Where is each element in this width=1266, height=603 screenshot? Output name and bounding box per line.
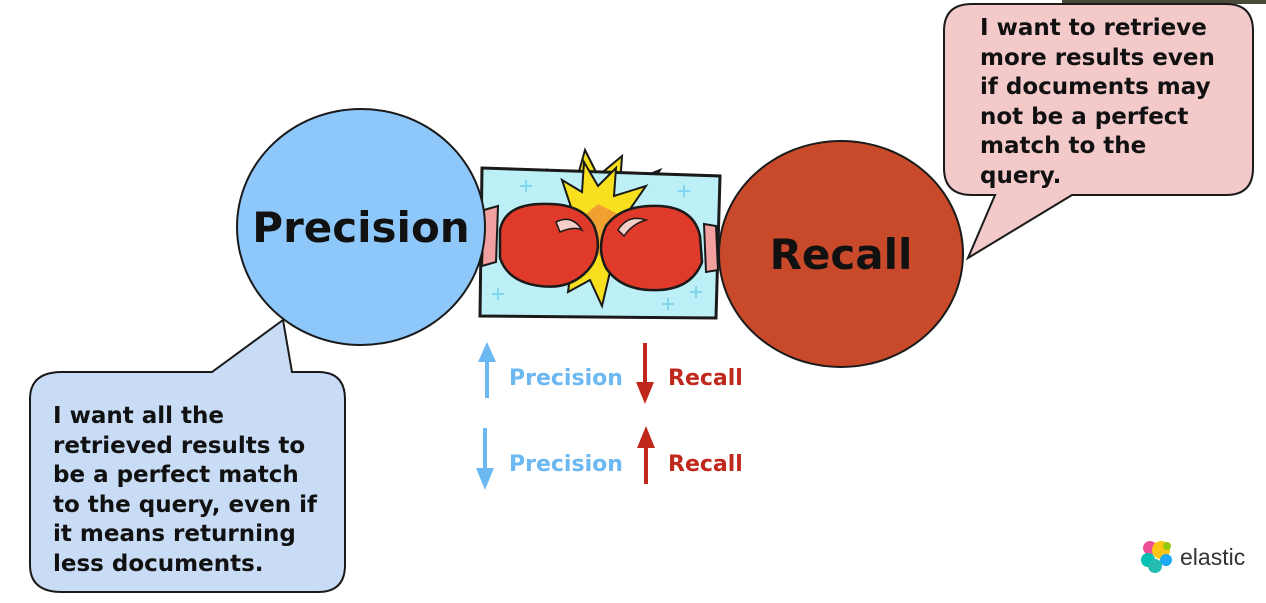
elastic-logo-icon [1141,541,1172,573]
boxing-gloves-icon [478,147,722,320]
recall-circle-label: Recall [769,229,913,279]
precision-circle-label: Precision [252,202,470,252]
arrow-up-icon [637,426,655,484]
tradeoff-row2-recall-label: Recall [668,452,743,477]
tradeoff-row1-precision-label: Precision [509,366,623,391]
left-bubble-text: I want all the retrieved results to be a… [53,403,317,577]
left-speech-bubble [29,318,346,593]
arrow-up-icon [478,342,496,398]
video-thumbnail-edge [1062,0,1266,4]
right-bubble-text: I want to retrieve more results even if … [980,15,1215,189]
arrow-down-icon [636,343,654,404]
elastic-logo-text: elastic [1180,544,1246,570]
recall-circle: Recall [718,140,964,368]
right-speech-bubble [943,3,1254,261]
tradeoff-row1-recall-label: Recall [668,366,743,391]
tradeoff-row2-precision-label: Precision [509,452,623,477]
arrow-down-icon [476,428,494,490]
precision-circle: Precision [236,108,486,346]
